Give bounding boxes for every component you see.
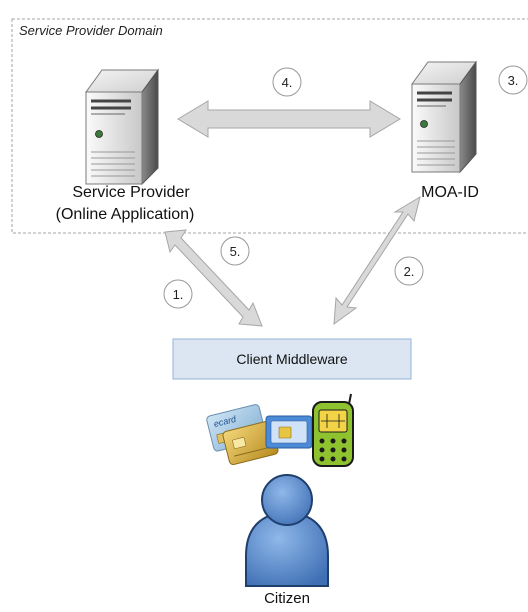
smartcard-and-phone-icon: ecard xyxy=(206,393,354,467)
step-number: 1. xyxy=(173,287,184,302)
step-badge-5: 5. xyxy=(220,236,250,266)
service-provider-domain-boundary xyxy=(11,18,528,234)
domain-label: Service Provider Domain xyxy=(19,23,163,38)
client-middleware-label: Client Middleware xyxy=(236,351,347,367)
step-badge-2: 2. xyxy=(394,256,424,286)
step-number: 4. xyxy=(282,75,293,90)
service-provider-label: Service Provider xyxy=(72,184,190,201)
service-provider-sublabel: (Online Application) xyxy=(56,206,195,223)
step-number: 3. xyxy=(508,73,519,88)
server-icon xyxy=(85,68,159,186)
step-number: 5. xyxy=(230,244,241,259)
step-badge-4: 4. xyxy=(272,67,302,97)
arrow-step-1-5 xyxy=(164,229,263,327)
step-badge-3: 3. xyxy=(498,65,528,95)
moa-id-label: MOA-ID xyxy=(421,184,479,201)
arrow-step-4 xyxy=(177,100,401,138)
citizen-label: Citizen xyxy=(264,590,310,607)
citizen-person-icon xyxy=(245,474,329,587)
step-badge-1: 1. xyxy=(163,279,193,309)
arrow-step-2 xyxy=(333,195,421,326)
client-middleware-box xyxy=(172,338,412,380)
server-icon xyxy=(411,60,477,174)
step-number: 2. xyxy=(404,264,415,279)
